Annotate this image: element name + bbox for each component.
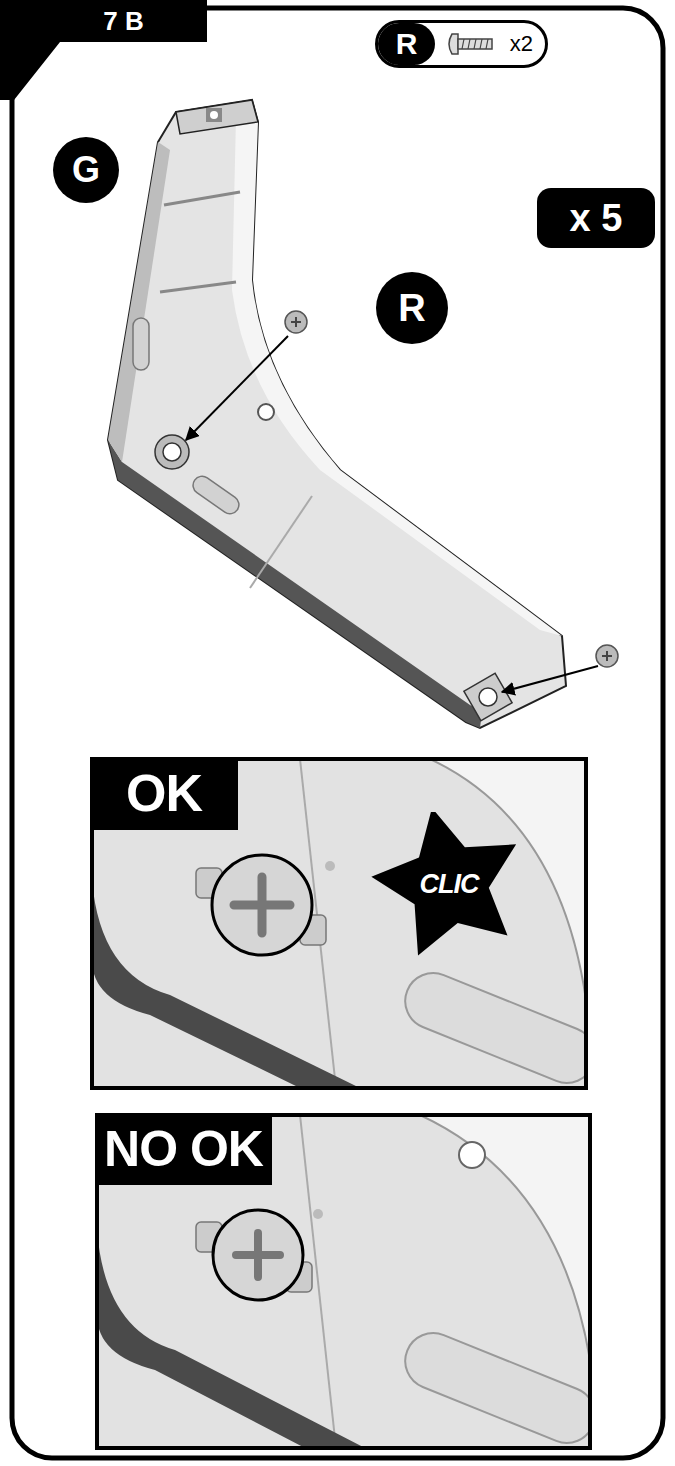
nook-panel: NO OK — [95, 1113, 592, 1450]
quantity-label: x2 — [510, 23, 533, 65]
part-letter: R — [378, 23, 435, 65]
page-frame — [12, 8, 663, 1458]
step-tab: 7 B — [0, 0, 207, 42]
part-letter: R — [376, 272, 448, 344]
panel-heading: OK — [90, 757, 238, 830]
star-outline — [371, 812, 516, 956]
quantity-label: x 5 — [570, 199, 623, 237]
screw-arrows — [186, 311, 618, 692]
quantity-badge: x 5 — [537, 188, 655, 248]
part-letter: G — [53, 137, 119, 203]
screw-icon — [449, 34, 492, 54]
part-letter: R — [398, 289, 425, 327]
corner-tab — [0, 0, 207, 100]
parts-pill: Rx2 — [375, 20, 548, 68]
bracket-illustration — [108, 100, 566, 728]
ok-panel: CLIC OK — [90, 757, 588, 1090]
click-label: CLIC — [420, 871, 479, 898]
step-number: 7 B — [103, 8, 143, 34]
clic-star: CLIC — [371, 812, 527, 956]
part-letter: G — [72, 152, 100, 188]
panel-heading: NO OK — [95, 1113, 272, 1185]
